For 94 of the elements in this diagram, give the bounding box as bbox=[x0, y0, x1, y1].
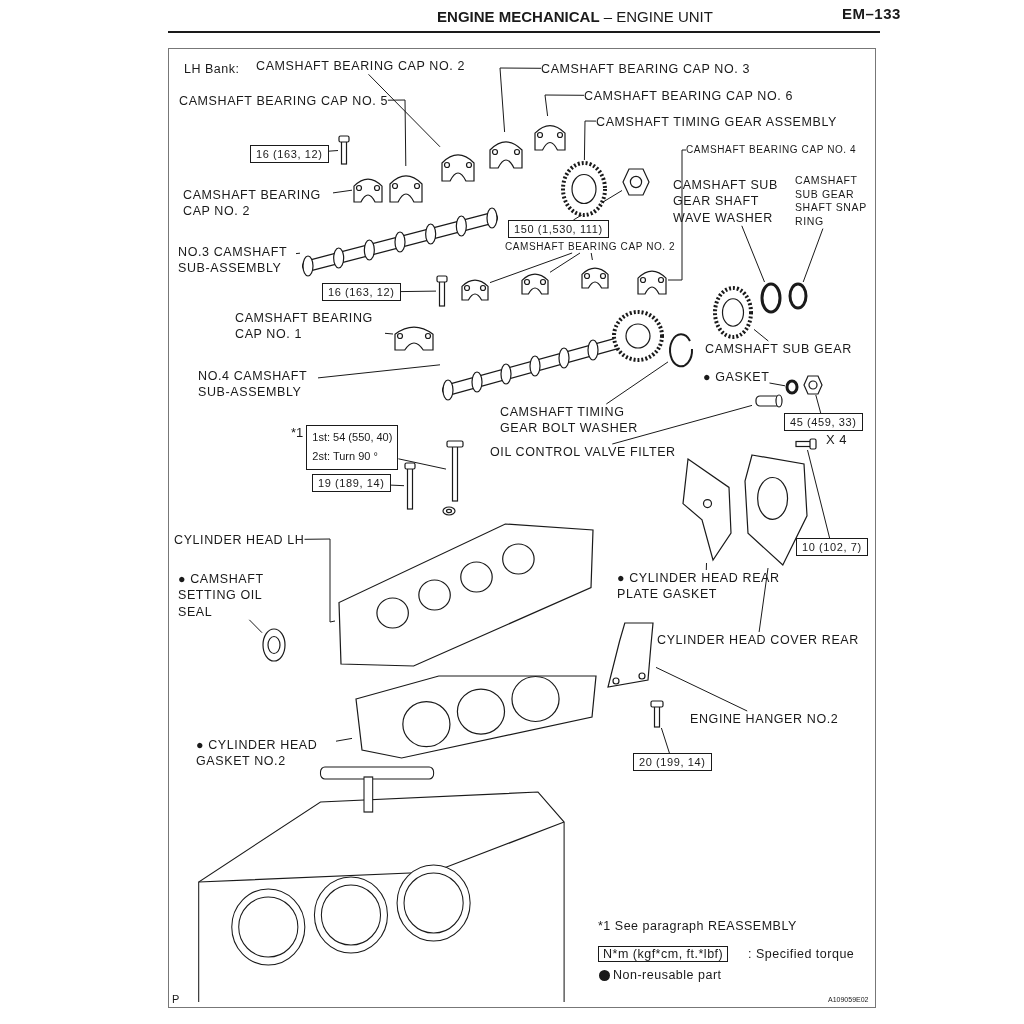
leader-line bbox=[769, 382, 786, 387]
ring-drawing bbox=[785, 379, 799, 395]
gear-drawing bbox=[712, 285, 754, 340]
bolt-drawing bbox=[338, 135, 350, 165]
leader-line bbox=[758, 567, 769, 633]
leader-line bbox=[400, 290, 437, 293]
ring-drawing bbox=[760, 282, 782, 314]
leader-line bbox=[549, 252, 581, 273]
part-label: CAMSHAFT BEARING CAP NO. 2 bbox=[183, 187, 333, 220]
leader-line bbox=[590, 252, 593, 261]
torque-value: 1st: 54 (550, 40) bbox=[312, 430, 393, 445]
leader-line bbox=[611, 404, 753, 445]
legend-text: Non-reusable part bbox=[613, 968, 722, 982]
part-label: ENGINE HANGER NO.2 bbox=[690, 711, 839, 728]
torque-value-box: 20 (199, 14) bbox=[633, 753, 712, 772]
leader-line bbox=[705, 562, 707, 571]
bolt-drawing bbox=[446, 440, 464, 502]
hanger-drawing bbox=[604, 620, 656, 690]
torque-value-box: 19 (189, 14) bbox=[312, 474, 391, 493]
part-label: CYLINDER HEAD COVER REAR bbox=[657, 632, 859, 649]
cylinder-head-drawing bbox=[335, 520, 597, 670]
leader-line bbox=[317, 364, 441, 379]
legend-text: : Specified torque bbox=[748, 947, 855, 961]
part-label: CAMSHAFT BEARING CAP NO. 1 bbox=[235, 310, 385, 343]
part-label: CAMSHAFT SUB GEAR SHAFT WAVE WASHER bbox=[673, 177, 791, 226]
part-label: CAMSHAFT BEARING CAP NO. 2 bbox=[505, 240, 676, 253]
part-label: OIL CONTROL VALVE FILTER bbox=[490, 444, 676, 461]
leader-line bbox=[802, 228, 824, 283]
camshaft-drawing bbox=[300, 208, 500, 276]
part-label: CAMSHAFT BEARING CAP NO. 4 bbox=[686, 143, 857, 156]
nut-drawing bbox=[803, 375, 823, 395]
leader-line bbox=[295, 252, 301, 255]
leader-line bbox=[655, 666, 748, 712]
part-label: CAMSHAFT SUB GEAR SHAFT SNAP RING bbox=[795, 174, 871, 229]
torque-value-box: 16 (163, 12) bbox=[322, 283, 401, 302]
part-label: CAMSHAFT BEARING CAP NO. 2 bbox=[256, 58, 465, 75]
leader-line bbox=[489, 252, 573, 284]
leader-line bbox=[390, 484, 405, 487]
part-label: CAMSHAFT TIMING GEAR ASSEMBLY bbox=[596, 114, 838, 131]
part-label: ● CYLINDER HEAD REAR PLATE GASKET bbox=[617, 570, 795, 603]
torque-value-box: 16 (163, 12) bbox=[250, 145, 329, 164]
part-label: NO.4 CAMSHAFT SUB-ASSEMBLY bbox=[198, 368, 318, 401]
leader-line bbox=[605, 361, 669, 405]
torque-value: 2st: Turn 90 ° bbox=[312, 449, 379, 465]
gear-drawing bbox=[560, 160, 608, 218]
gasket-drawing bbox=[352, 672, 600, 762]
leader-line bbox=[499, 67, 542, 133]
leader-line bbox=[332, 189, 353, 194]
filter-drawing bbox=[752, 392, 784, 410]
leader-line bbox=[544, 94, 585, 117]
leader-line bbox=[807, 449, 831, 539]
footnote: *1 See paragraph REASSEMBLY bbox=[598, 919, 797, 933]
part-label: CYLINDER HEAD LH bbox=[174, 532, 305, 549]
torque-value-box: 45 (459, 33) bbox=[784, 413, 863, 432]
part-label: CAMSHAFT SUB GEAR bbox=[705, 341, 852, 358]
section-label: LH Bank: bbox=[184, 62, 240, 76]
leader-line bbox=[384, 332, 394, 335]
page-marker: P bbox=[172, 993, 180, 1005]
part-label: CAMSHAFT TIMING GEAR BOLT WASHER bbox=[500, 404, 665, 437]
part-label: ● CYLINDER HEAD GASKET NO.2 bbox=[196, 737, 336, 770]
bolt-drawing bbox=[650, 700, 664, 728]
torque-value-box: 150 (1,530, 111) bbox=[508, 220, 609, 239]
leader-line bbox=[667, 149, 687, 281]
part-label: ● CAMSHAFT SETTING OIL SEAL bbox=[178, 571, 273, 620]
leader-line bbox=[248, 619, 263, 634]
torque-unit-box: N*m (kgf*cm, ft.*lbf) bbox=[598, 946, 729, 962]
ring-drawing bbox=[788, 282, 808, 310]
page-number: EM–133 bbox=[842, 5, 901, 22]
leader-line bbox=[660, 727, 670, 754]
leader-line bbox=[304, 538, 336, 623]
bolt-drawing bbox=[404, 462, 416, 510]
leader-line bbox=[741, 225, 765, 283]
leader-line bbox=[815, 394, 822, 414]
oil-seal-drawing bbox=[262, 628, 286, 662]
quantity-label: X 4 bbox=[826, 432, 847, 447]
leader-line bbox=[583, 120, 597, 161]
leader-line bbox=[335, 737, 353, 742]
leader-line bbox=[397, 458, 447, 470]
part-label: NO.3 CAMSHAFT SUB-ASSEMBLY bbox=[178, 244, 296, 277]
torque-value-box: 10 (102, 7) bbox=[796, 538, 868, 557]
part-label: CAMSHAFT BEARING CAP NO. 3 bbox=[541, 61, 750, 78]
nut-drawing bbox=[622, 168, 650, 196]
leader-line bbox=[753, 328, 769, 342]
footnote-mark: *1 bbox=[291, 425, 304, 440]
part-label: CAMSHAFT BEARING CAP NO. 5 bbox=[179, 93, 388, 110]
leader-line bbox=[368, 73, 441, 148]
part-label: ● GASKET bbox=[703, 369, 770, 386]
bolt-drawing bbox=[436, 275, 448, 307]
leader-line bbox=[328, 150, 339, 152]
part-label: CAMSHAFT BEARING CAP NO. 6 bbox=[584, 88, 793, 105]
page-title: ENGINE MECHANICAL – ENGINE UNIT bbox=[436, 8, 714, 25]
gasket-drawing bbox=[680, 455, 735, 563]
leader-line bbox=[387, 99, 407, 167]
bolt-drawing bbox=[795, 438, 817, 450]
